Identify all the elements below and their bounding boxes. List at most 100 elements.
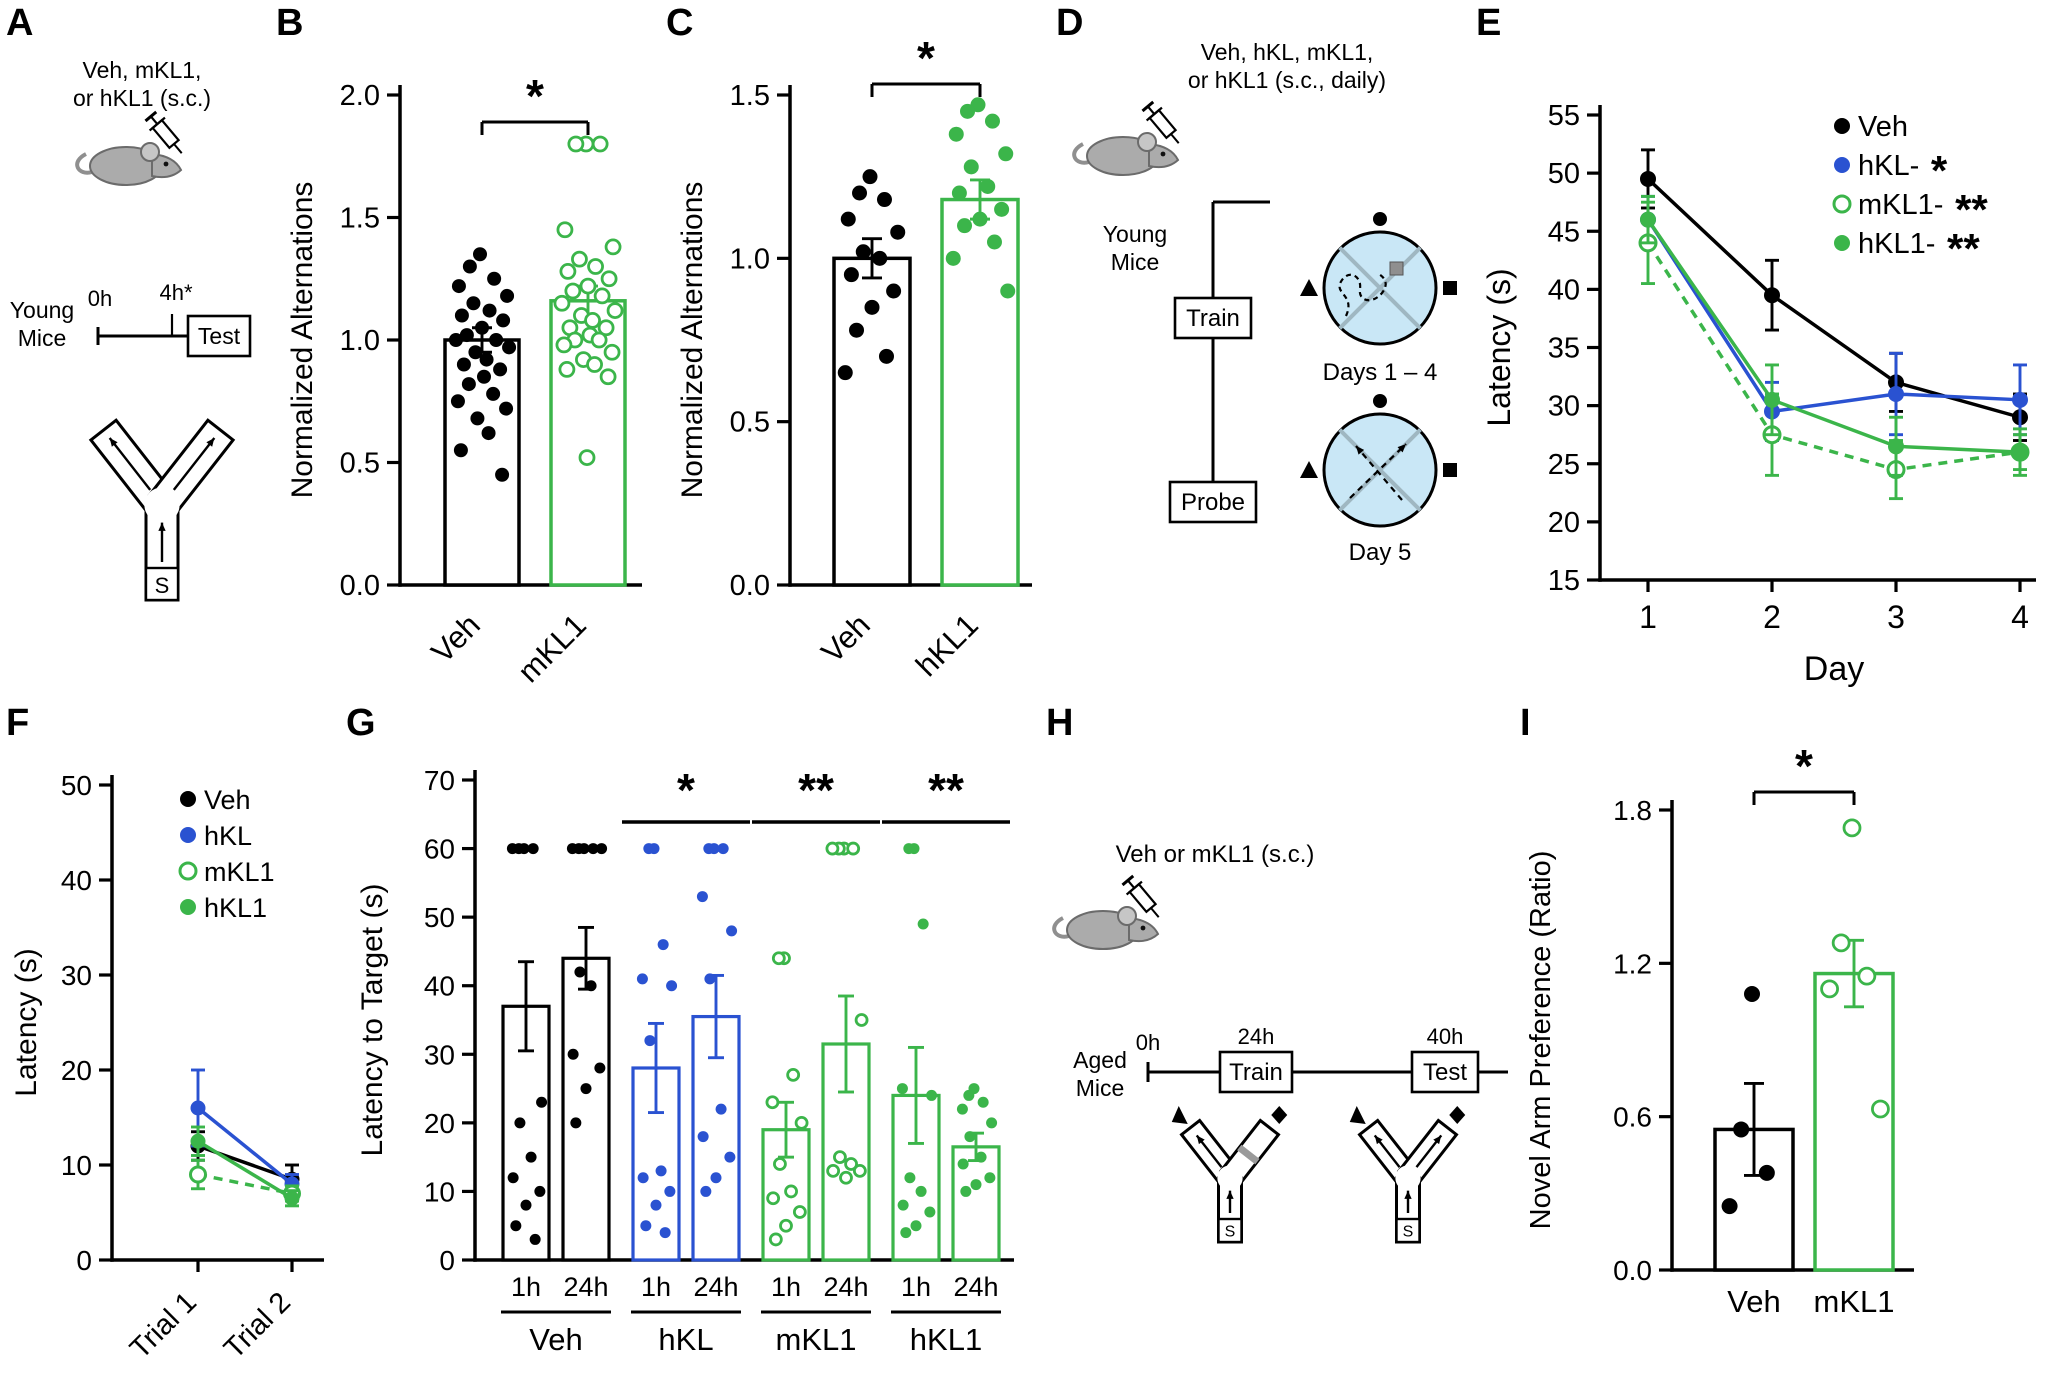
data-point (570, 1117, 582, 1129)
legend-marker (178, 861, 198, 881)
data-point (910, 1220, 922, 1232)
treatment-label: Veh or mKL1 (s.c.) (1116, 841, 1315, 868)
x-tick-label: 24h (953, 1272, 998, 1302)
square-cue-icon (1443, 281, 1457, 295)
x-tick-label: 24h (563, 1272, 608, 1302)
treatment-label: or hKL1 (s.c., daily) (1188, 67, 1386, 93)
data-point (903, 843, 915, 855)
legend-label: Veh (1858, 111, 1908, 143)
data-point (924, 1206, 936, 1218)
data-point (643, 843, 655, 855)
data-point (655, 1165, 667, 1177)
y-tick-label: 70 (424, 765, 455, 796)
data-point (715, 1103, 727, 1115)
legend-label: Veh (204, 785, 251, 815)
panel-label-i: I (1520, 702, 1531, 744)
x-tick-label: 1h (641, 1272, 671, 1302)
data-point (1857, 966, 1877, 986)
data-point (766, 1191, 781, 1206)
data-point (603, 343, 621, 361)
significance-marker: * (917, 32, 935, 84)
y-tick-label: 0.0 (340, 570, 380, 602)
mouse-eye (163, 161, 169, 167)
data-point (794, 1115, 809, 1130)
y-tick-label: 1.2 (1613, 948, 1652, 979)
x-tick-label: 4 (2011, 599, 2029, 635)
legend-marker (180, 827, 196, 843)
panel-label-g: G (346, 702, 376, 744)
data-point (596, 843, 608, 855)
x-tick-label: 1h (771, 1272, 801, 1302)
data-point (957, 1158, 969, 1170)
data-point (461, 377, 476, 392)
x-category-label: Veh (424, 607, 487, 670)
x-tick-label: 3 (1887, 599, 1905, 635)
y-tick-label: 30 (1548, 391, 1580, 423)
y-tick-label: 0.0 (730, 570, 770, 602)
data-point (960, 103, 976, 119)
mouse-icon (1052, 874, 1160, 950)
data-point (696, 891, 708, 903)
y-tick-label: 20 (424, 1108, 455, 1139)
series-point (1888, 438, 1904, 455)
data-point (496, 313, 511, 328)
data-point (948, 126, 964, 142)
data-point (1758, 1164, 1775, 1181)
data-point (470, 411, 485, 426)
treatment-label: or hKL1 (s.c.) (73, 85, 211, 111)
data-point (957, 218, 973, 234)
data-point (852, 185, 868, 201)
data-point (872, 250, 888, 266)
series-point (2012, 444, 2028, 461)
y-tick-label: 30 (424, 1039, 455, 1070)
y-tick-label: 2.0 (340, 80, 380, 112)
series-line-hKL- (1646, 218, 2021, 414)
water-maze-icon (1300, 212, 1457, 346)
y-tick-label: 50 (424, 902, 455, 933)
significance-marker: * (677, 764, 695, 816)
data-point (579, 277, 597, 295)
test-box-label: Test (1423, 1059, 1467, 1086)
start-box (144, 566, 180, 602)
data-point (599, 368, 617, 386)
panel-label-b: B (276, 2, 304, 44)
series-line-hKL1- (1646, 218, 2021, 454)
panel-label-h: H (1046, 702, 1074, 744)
data-point (984, 1172, 996, 1184)
data-point (514, 1117, 526, 1129)
time-label-0h: 0h (1136, 1030, 1160, 1055)
data-point (500, 288, 515, 303)
data-point (784, 1184, 798, 1199)
data-point (636, 973, 648, 985)
data-point (450, 394, 465, 409)
train-box (1218, 1050, 1294, 1094)
data-point (915, 1185, 927, 1197)
y-tick-label: 40 (61, 865, 92, 896)
data-point (703, 843, 715, 855)
series-line-hKL (196, 1106, 294, 1186)
y-tick-label: 20 (1548, 507, 1580, 539)
data-point (1820, 979, 1839, 999)
data-point (604, 238, 622, 256)
data-point (840, 211, 856, 227)
data-point (482, 303, 497, 318)
data-point (825, 841, 840, 856)
data-point (453, 443, 468, 458)
data-point (479, 352, 494, 367)
diamond-cue-icon (1449, 1105, 1466, 1124)
panel-h: H Veh or mKL1 (s.c.) Aged Mice 0h 24h 40… (1040, 700, 1540, 1400)
y-tick-label: 1.5 (340, 203, 380, 235)
series-point (1764, 287, 1780, 304)
test-box-label: Test (198, 323, 241, 349)
data-point (564, 282, 582, 300)
data-point (600, 270, 618, 288)
y-maze-icon: S (88, 418, 236, 602)
data-point (586, 356, 603, 373)
panel-label-a: A (6, 2, 34, 44)
data-point (459, 328, 474, 343)
data-point (717, 843, 729, 855)
blocked-arm (1237, 1144, 1260, 1165)
data-point (1744, 986, 1760, 1002)
